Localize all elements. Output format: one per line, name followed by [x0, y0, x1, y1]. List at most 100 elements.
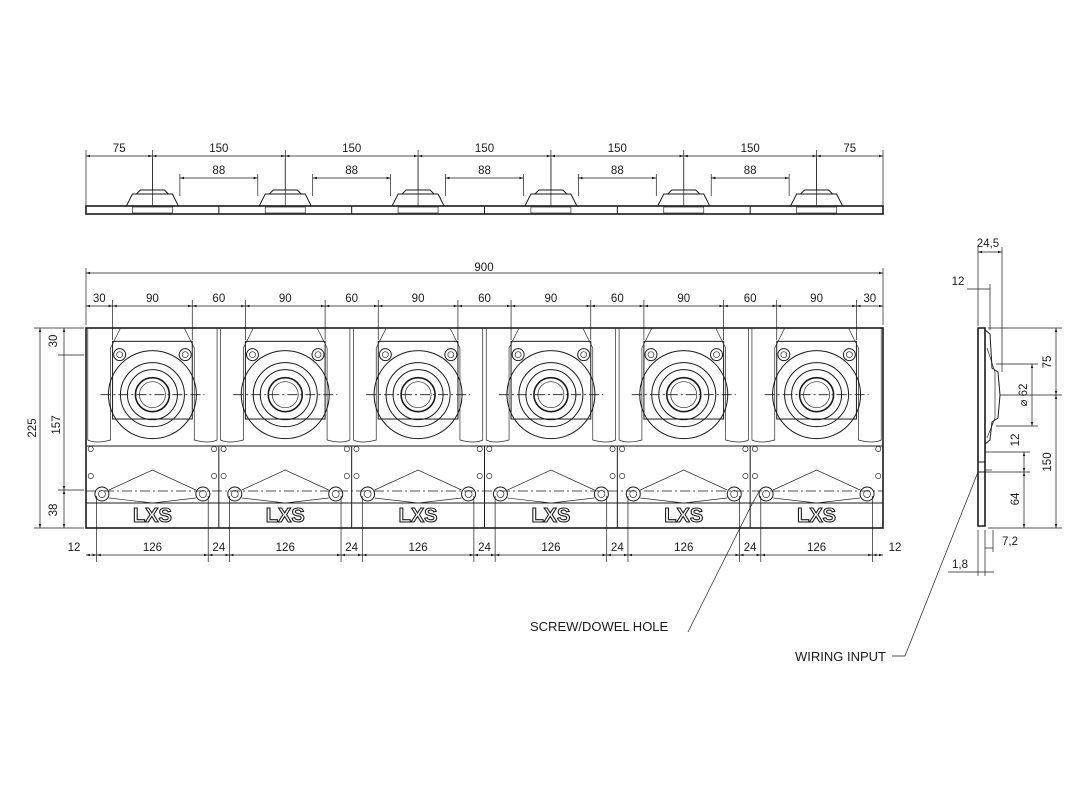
front-top-dim-11-label: 90 — [810, 293, 823, 305]
front-mount-plate — [244, 340, 326, 420]
dim-64-label: 64 — [1010, 492, 1022, 505]
front-bracket-edge — [683, 497, 728, 504]
front-bottom-dim-4-label: 24 — [345, 542, 358, 554]
front-dowel-hole — [360, 486, 376, 502]
front-top-dim-4-label: 60 — [345, 293, 358, 305]
dim-12-top-label: 12 — [952, 276, 965, 288]
front-top-dim-2-label: 60 — [212, 293, 225, 305]
front-bottom-dim-3-label: 126 — [276, 542, 295, 554]
front-side-wedge — [485, 327, 520, 443]
front-pin-hole — [343, 473, 350, 479]
front-lxs-logo: LXS — [797, 505, 836, 527]
front-dowel-hole-inner — [230, 490, 239, 498]
offset-30-label: 30 — [48, 335, 60, 348]
front-side-wedge — [751, 327, 786, 443]
front-bracket-edge — [773, 497, 817, 504]
front-dowel-hole — [195, 486, 211, 502]
front-pin-hole — [875, 446, 882, 452]
front-screw-hole — [842, 348, 856, 362]
top-logo-band — [397, 206, 439, 214]
top-boss-profile — [656, 193, 711, 207]
front-pin-hole — [742, 473, 749, 479]
top-dim-4-label: 150 — [608, 143, 627, 155]
front-screw-hole-inner — [249, 351, 256, 359]
front-lxs-logo: LXS — [664, 505, 703, 527]
front-screw-hole-inner — [381, 351, 389, 359]
front-dowel-hole — [328, 486, 344, 502]
front-screw-hole — [644, 348, 658, 362]
front-socket-ring — [533, 376, 569, 413]
front-dowel-hole-inner — [363, 490, 372, 498]
front-screw-hole — [378, 348, 392, 362]
front-pin-hole — [220, 473, 227, 479]
front-lxs-logo: LXS — [133, 505, 172, 527]
front-dowel-hole — [859, 486, 875, 502]
front-pin-hole — [353, 473, 360, 479]
front-dowel-hole-inner — [199, 490, 207, 498]
front-dowel-hole-inner — [597, 490, 606, 498]
dim-1-8-label: 1,8 — [952, 559, 968, 571]
front-top-dim-3-label: 90 — [279, 293, 292, 305]
top-dim-0-label: 75 — [113, 143, 126, 155]
front-bracket-edge — [418, 497, 462, 504]
height-157-label: 157 — [51, 415, 63, 434]
dim-12-mid-label: 12 — [1010, 434, 1022, 447]
front-top-dim-1-label: 90 — [146, 293, 159, 305]
front-bracket-edge — [640, 497, 684, 504]
front-bottom-dim-10-label: 24 — [744, 542, 757, 554]
front-screw-hole — [245, 348, 259, 362]
front-mount-plate — [776, 340, 857, 420]
top-inner-dim-4-label: 88 — [744, 165, 757, 177]
front-screw-hole-inner — [181, 351, 189, 359]
front-bottom-dim-2-label: 24 — [212, 542, 225, 554]
front-pin-hole — [211, 473, 218, 479]
front-pin-hole — [486, 446, 493, 452]
front-side-wedge — [87, 327, 121, 443]
front-mount-plate — [643, 340, 725, 420]
front-dowel-hole — [758, 486, 774, 502]
front-top-dim-6-label: 60 — [478, 293, 491, 305]
front-pin-hole — [220, 446, 227, 452]
front-dowel-hole — [94, 486, 110, 502]
front-screw-hole — [511, 348, 525, 362]
front-pin-hole — [609, 473, 616, 479]
front-bracket-edge — [507, 497, 551, 504]
side-plate — [977, 327, 986, 527]
front-dowel-hole — [625, 486, 641, 502]
front-pin-hole — [353, 446, 360, 452]
screw-dowel-callout: SCREW/DOWEL HOLE — [530, 619, 669, 634]
front-bracket-edge — [507, 469, 595, 491]
front-pin-hole — [742, 446, 749, 452]
front-screw-hole-inner — [116, 351, 124, 359]
top-dim-1-label: 150 — [209, 143, 228, 155]
front-dowel-hole-inner — [629, 490, 638, 498]
top-logo-band — [796, 206, 837, 214]
top-inner-dim-2-label: 88 — [478, 165, 491, 177]
dim-75-label: 75 — [1042, 356, 1054, 369]
side-boss — [984, 329, 1001, 445]
height-225-label: 225 — [27, 418, 39, 437]
front-screw-hole-inner — [314, 351, 322, 359]
front-bracket-edge — [374, 469, 462, 491]
front-top-dim-12-label: 30 — [863, 293, 876, 305]
front-lxs-logo: LXS — [531, 505, 570, 527]
front-dowel-hole — [227, 486, 243, 502]
front-dowel-hole-inner — [464, 490, 473, 498]
front-pin-hole — [609, 446, 616, 452]
front-screw-hole-inner — [647, 351, 655, 359]
front-screw-hole — [444, 348, 458, 362]
front-bracket-edge — [374, 497, 419, 504]
front-bottom-dim-12-label: 12 — [889, 542, 902, 554]
front-screw-hole-inner — [447, 351, 455, 359]
top-logo-band — [132, 206, 173, 214]
front-bracket-edge — [108, 469, 197, 491]
front-bracket-edge — [640, 469, 728, 491]
front-dowel-hole-inner — [730, 490, 739, 498]
front-bottom-dim-6-label: 24 — [478, 542, 491, 554]
front-side-wedge — [449, 327, 484, 443]
front-mount-plate — [112, 340, 193, 420]
front-dowel-hole-inner — [863, 490, 871, 498]
top-boss-profile — [391, 193, 445, 207]
